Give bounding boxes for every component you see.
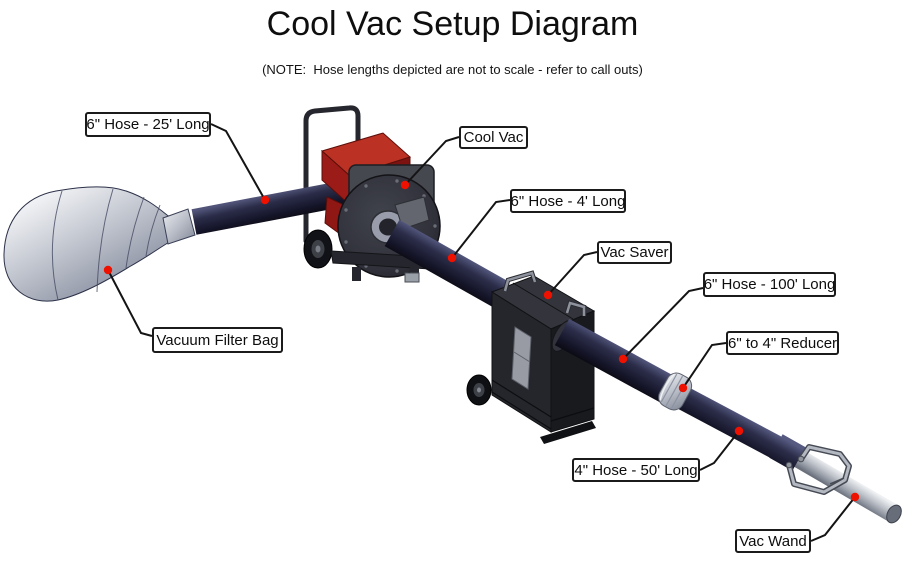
- attach-dot-vac-saver: [543, 290, 553, 300]
- attach-dot-filter-bag: [103, 265, 113, 275]
- cart-foot-left: [352, 267, 361, 281]
- cart-wheel: [303, 229, 333, 269]
- hose-100ft: [554, 318, 684, 408]
- leader-line-hose-4ft: [451, 199, 511, 259]
- filter-bag-body: [3, 186, 176, 302]
- attach-dot-hose-100ft: [618, 354, 628, 364]
- leader-line-reducer: [682, 342, 727, 389]
- diagram-note: (NOTE: Hose lengths depicted are not to …: [262, 62, 643, 77]
- vac-wand-end-cap: [886, 504, 902, 524]
- vac-saver-window-divider: [513, 351, 531, 363]
- filter-bag-nozzle: [162, 208, 196, 245]
- blower-inlet-core: [379, 218, 397, 236]
- vac-saver-grooves: [491, 379, 595, 430]
- vac-saver-wheel: [466, 374, 492, 406]
- vac-saver-handles: [502, 270, 587, 316]
- attach-dot-cool-vac: [400, 180, 410, 190]
- vac-wand-handle: [785, 444, 852, 495]
- hose-4ft: [384, 219, 510, 309]
- leader-line-vac-saver: [547, 251, 598, 296]
- leader-line-filter-bag: [107, 269, 153, 337]
- hose-50ft-cuff: [769, 434, 806, 471]
- attach-dot-vac-wand: [850, 492, 860, 502]
- vac-saver-top-ridge: [512, 282, 574, 320]
- hose-50ft: [666, 381, 806, 471]
- diagram-title: Cool Vac Setup Diagram: [266, 5, 639, 43]
- leader-line-vac-wand: [810, 496, 856, 542]
- vac-saver-window: [511, 326, 532, 390]
- cool-vac-handle: [303, 105, 361, 244]
- vac-saver-base: [540, 421, 596, 444]
- leader-line-cool-vac: [404, 136, 460, 186]
- attach-dot-hose-50ft: [734, 426, 744, 436]
- leader-layer: [103, 123, 860, 542]
- vacuum-filter-bag: [3, 186, 196, 302]
- cart-foot-right: [410, 262, 419, 276]
- attach-dot-reducer: [678, 383, 688, 393]
- filter-bag-seams: [51, 188, 161, 301]
- attach-dot-hose-25ft: [260, 195, 270, 205]
- leader-line-hose-100ft: [622, 287, 704, 360]
- leader-line-hose-50ft: [699, 430, 740, 471]
- attach-dot-hose-4ft: [447, 253, 457, 263]
- hose-25ft: [191, 179, 355, 235]
- leader-line-hose-25ft: [210, 123, 266, 201]
- cart-foot-pad: [404, 272, 420, 283]
